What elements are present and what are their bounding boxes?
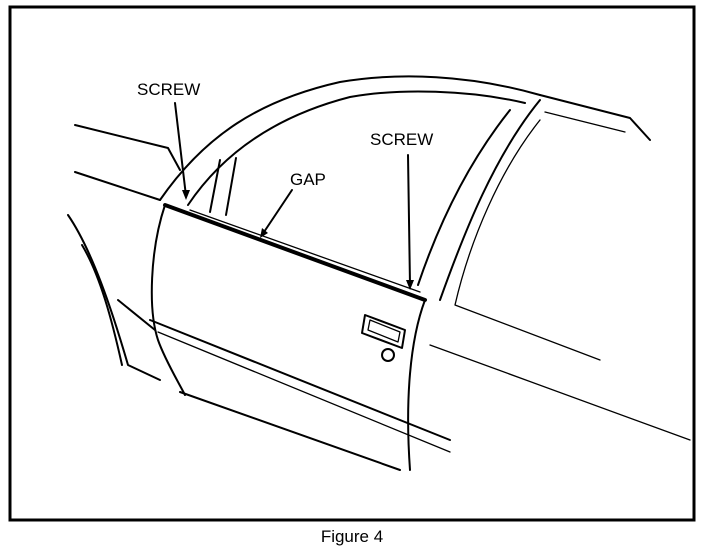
- body-line-mid: [74, 171, 161, 201]
- door-handle-recess: [367, 319, 401, 343]
- arrow-screw-left: [182, 190, 190, 200]
- window-frame-outer: [159, 75, 541, 201]
- vent-post: [209, 159, 221, 213]
- window-frame-inner: [187, 90, 526, 206]
- door-rear-edge: [407, 299, 426, 471]
- wheel-arch-outer: [67, 214, 161, 381]
- label-gap: GAP: [290, 170, 326, 189]
- leader-gap: [261, 189, 293, 236]
- rocker-bottom: [179, 391, 401, 471]
- rear-window: [454, 119, 601, 361]
- wheel-arch-inner: [81, 244, 123, 366]
- figure-caption: Figure 4: [320, 527, 384, 546]
- vent-post-2: [225, 157, 237, 216]
- label-screw-left: SCREW: [137, 80, 200, 99]
- roof-line: [539, 94, 651, 141]
- figure-frame: [8, 5, 696, 522]
- door-front-edge: [150, 204, 186, 396]
- arrow-screw-right: [406, 280, 414, 290]
- door-body-line-2: [157, 331, 451, 453]
- b-pillar-rear: [439, 99, 541, 301]
- rocker-line: [117, 299, 156, 331]
- body-line-top: [74, 124, 181, 171]
- door-lock: [381, 348, 395, 362]
- door-body-line: [149, 319, 451, 441]
- b-pillar-front: [417, 109, 511, 286]
- label-screw-right: SCREW: [370, 130, 433, 149]
- belt-molding: [163, 203, 427, 302]
- roof-line-2: [544, 111, 626, 133]
- leader-screw-left: [174, 102, 187, 197]
- leader-screw-right: [407, 154, 411, 286]
- belt-molding-inner: [189, 209, 421, 293]
- arrow-gap: [260, 228, 268, 238]
- door-handle: [361, 314, 406, 349]
- rear-body-line: [429, 344, 691, 441]
